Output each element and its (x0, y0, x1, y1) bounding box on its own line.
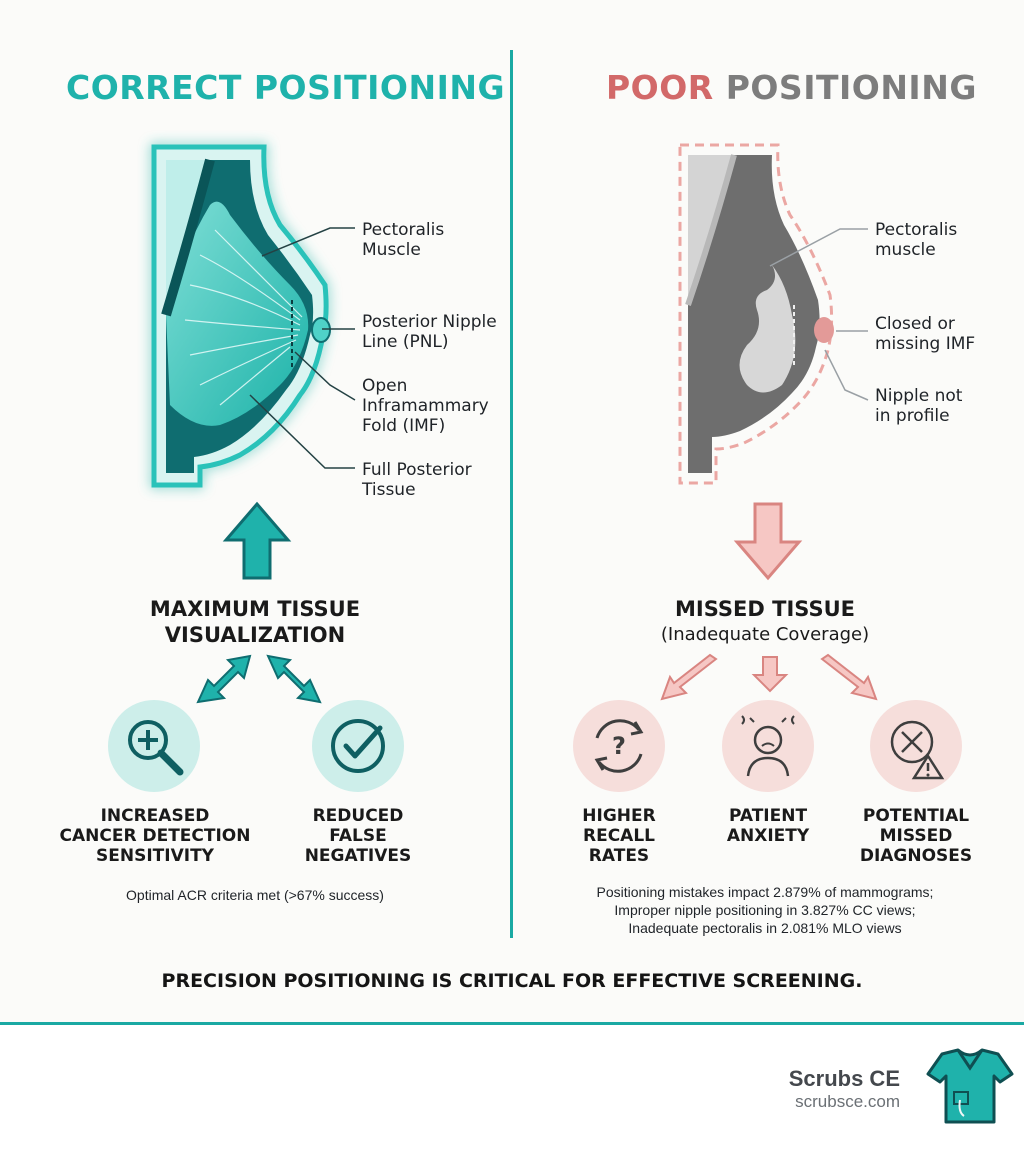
inadequate-coverage-subheading: (Inadequate Coverage) (660, 624, 870, 645)
pnl-label: Posterior Nipple Line (PNL) (362, 312, 497, 352)
up-arrow-icon (222, 501, 292, 580)
arrow-down-right-icon (820, 653, 878, 701)
pectoralis-muscle-label: Pectoralis Muscle (362, 220, 445, 260)
poor-pectoralis-label: Pectoralis muscle (875, 220, 958, 260)
imf-label: Open Inframammary Fold (IMF) (362, 376, 489, 436)
reduced-false-negatives-label: REDUCED FALSE NEGATIVES (304, 806, 412, 866)
double-arrow-left-icon (196, 654, 252, 704)
posterior-tissue-label: Full Posterior Tissue (362, 460, 472, 500)
higher-recall-label: HIGHER RECALL RATES (582, 806, 656, 866)
magnifier-plus-icon (108, 700, 200, 792)
recall-cycle-icon: ? (573, 700, 665, 792)
double-arrow-right-icon (266, 654, 322, 704)
scrubs-logo-icon (926, 1048, 1014, 1124)
footer-divider (0, 1022, 1024, 1025)
svg-text:?: ? (612, 732, 626, 760)
maximum-tissue-heading: MAXIMUM TISSUE VISUALIZATION (149, 597, 361, 647)
increased-detection-label: INCREASED CANCER DETECTION SENSITIVITY (59, 806, 251, 866)
nipple-profile-label: Nipple not in profile (875, 386, 963, 426)
missed-diagnoses-label: POTENTIAL MISSED DIAGNOSES (859, 806, 973, 866)
poor-word: POOR (606, 68, 714, 107)
correct-positioning-title: CORRECT POSITIONING (66, 68, 506, 107)
poor-positioning-title: POOR POSITIONING (606, 68, 977, 107)
arrow-down-center-icon (751, 656, 789, 693)
positioning-word: POSITIONING (713, 68, 977, 107)
closing-statement: PRECISION POSITIONING IS CRITICAL FOR EF… (161, 970, 863, 992)
arrow-down-left-icon (660, 653, 718, 701)
brand-name: Scrubs CE (788, 1066, 900, 1091)
center-divider (510, 50, 513, 938)
checkmark-icon (312, 700, 404, 792)
poor-note: Positioning mistakes impact 2.879% of ma… (596, 884, 934, 936)
anxious-person-icon (722, 700, 814, 792)
missed-warning-icon (870, 700, 962, 792)
footer (0, 1025, 1024, 1154)
brand-url: scrubsce.com (795, 1092, 900, 1111)
missed-tissue-heading: MISSED TISSUE (675, 597, 855, 621)
poor-breast-illustration (678, 143, 834, 485)
correct-note: Optimal ACR criteria met (>67% success) (126, 887, 384, 903)
poor-imf-label: Closed or missing IMF (875, 314, 976, 354)
down-arrow-icon (733, 502, 803, 581)
patient-anxiety-label: PATIENT ANXIETY (726, 806, 810, 846)
